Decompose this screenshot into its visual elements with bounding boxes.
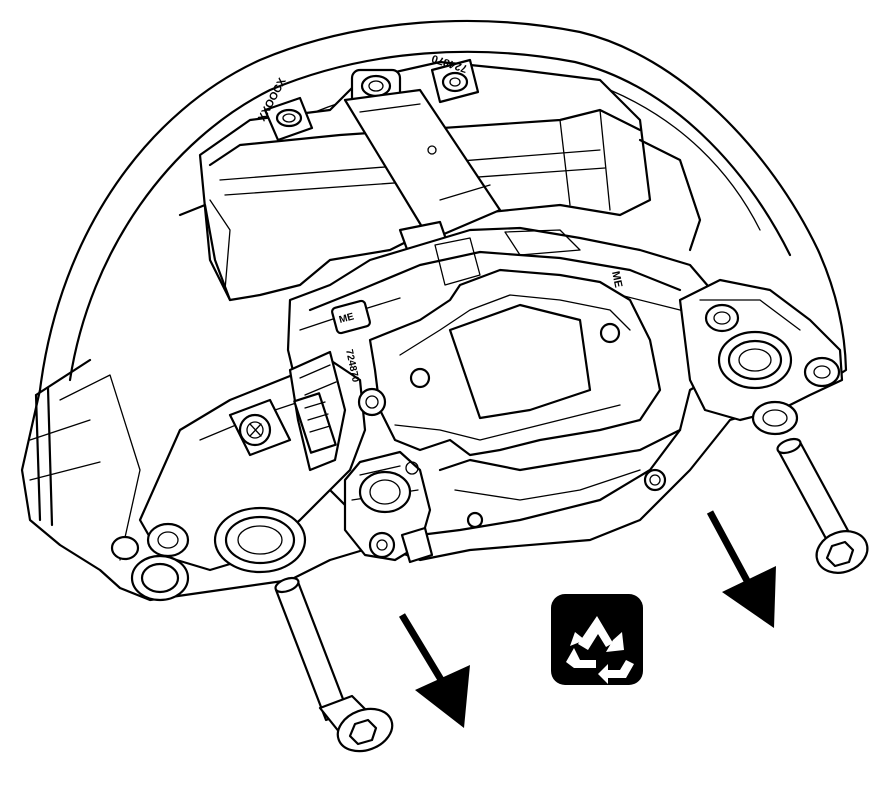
caliper-right-half: ME: [609, 270, 844, 436]
arrow-down-right-icon: [399, 613, 470, 728]
removed-bolt-right: [776, 437, 869, 574]
recycle-icon: [551, 594, 643, 685]
sensor-plate: ME: [331, 299, 371, 335]
svg-text:ME: ME: [338, 311, 356, 326]
top-bolt-left: [263, 96, 314, 142]
removed-bolt-left: [274, 576, 394, 753]
piston-bore-left: [213, 506, 307, 574]
pad-retainer-strap: [343, 88, 502, 254]
corner-mark: ME: [609, 270, 624, 289]
bleeder-housing: [343, 450, 434, 564]
mount-bolt-far-left: [110, 522, 190, 602]
arrow-down-right-icon: [706, 510, 776, 628]
caliper-left-half: ME 724870: [138, 299, 387, 572]
top-bolt-right: [430, 58, 480, 104]
